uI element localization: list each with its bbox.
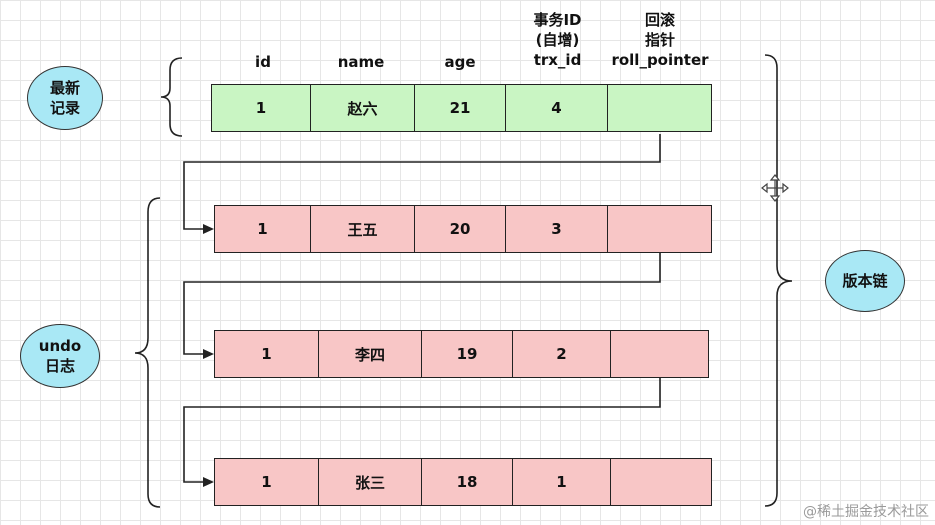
pointer-line-3 (183, 378, 661, 483)
cell-id: 1 (212, 85, 311, 131)
column-header-line: 回滚 (644, 11, 675, 29)
column-header-line: name (337, 53, 385, 71)
column-header-line: 指针 (644, 31, 675, 49)
arrow-head-1 (203, 224, 214, 234)
cell-id: 1 (215, 206, 311, 252)
column-header-age: age (425, 52, 495, 72)
undo-row-2: 1 李四 19 2 (214, 330, 709, 378)
version-chain-bubble: 版本链 (825, 250, 905, 312)
column-header-name: name (321, 52, 401, 72)
column-header-id: id (243, 52, 283, 72)
brace-latest (160, 57, 183, 137)
bubble-label-line: 最新 (49, 79, 80, 97)
cell-name: 赵六 (311, 85, 415, 131)
cell-age: 19 (422, 331, 513, 377)
cell-name: 王五 (311, 206, 415, 252)
cell-id: 1 (215, 459, 319, 505)
column-header-line: id (255, 53, 271, 71)
column-header-trx-id: 事务ID (自增) trx_id (510, 10, 605, 70)
brace-version-chain (764, 54, 793, 507)
cell-age: 21 (415, 85, 506, 131)
cell-name: 张三 (319, 459, 422, 505)
bubble-label-line: undo (38, 337, 82, 355)
arrow-head-3 (203, 477, 214, 487)
brace-undo (134, 197, 161, 508)
undo-log-bubble: undo 日志 (20, 324, 100, 388)
column-header-line: (自增) (535, 31, 580, 49)
bubble-label-line: 日志 (44, 357, 75, 375)
latest-record-bubble: 最新 记录 (27, 66, 103, 130)
cell-age: 18 (422, 459, 513, 505)
cell-name: 李四 (319, 331, 422, 377)
undo-row-3: 1 张三 18 1 (214, 458, 712, 506)
undo-row-1: 1 王五 20 3 (214, 205, 712, 253)
bubble-label-line: 记录 (49, 99, 80, 117)
latest-record-row: 1 赵六 21 4 (211, 84, 712, 132)
cell-trx-id: 4 (506, 85, 608, 131)
cell-trx-id: 2 (513, 331, 611, 377)
column-header-line: roll_pointer (611, 51, 709, 69)
cell-trx-id: 1 (513, 459, 611, 505)
arrow-head-2 (203, 349, 214, 359)
column-header-line: age (444, 53, 476, 71)
cell-age: 20 (415, 206, 506, 252)
bubble-label-line: 版本链 (842, 272, 888, 290)
cell-trx-id: 3 (506, 206, 608, 252)
column-header-line: trx_id (533, 51, 582, 69)
cell-id: 1 (215, 331, 319, 377)
pointer-line-1 (183, 134, 661, 230)
watermark: @稀土掘金技术社区 (803, 504, 929, 520)
move-cursor-icon (761, 174, 789, 202)
column-header-line: 事务ID (533, 11, 582, 29)
pointer-line-2 (183, 253, 661, 355)
column-header-roll-pointer: 回滚 指针 roll_pointer (600, 10, 720, 70)
